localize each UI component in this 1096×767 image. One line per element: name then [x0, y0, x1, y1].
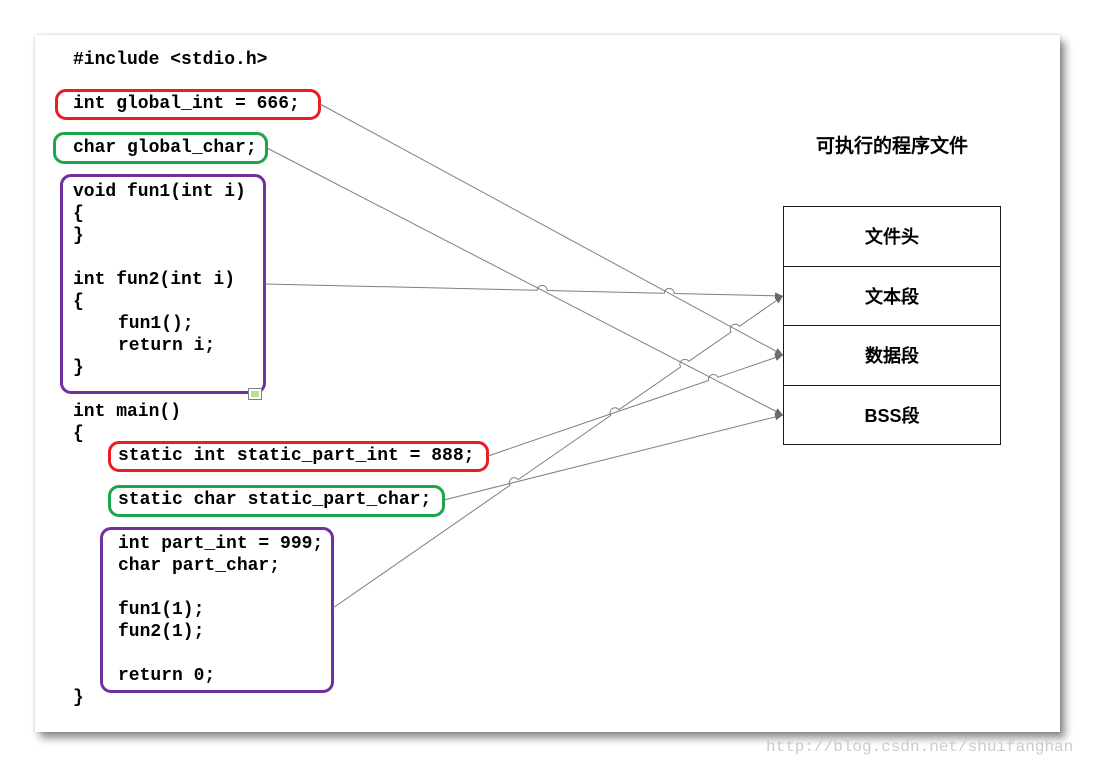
code-line-main-signature: int main() [73, 402, 182, 422]
code-line-static-int: static int static_part_int = 888; [118, 446, 475, 466]
segment-data: 数据段 [784, 326, 1000, 386]
code-line-fun2-close: } [73, 358, 84, 378]
segment-file-header: 文件头 [784, 207, 1000, 267]
code-line-main-close: } [73, 688, 84, 708]
executable-segment-table: 文件头 文本段 数据段 BSS段 [783, 206, 1001, 445]
code-line-include: #include <stdio.h> [73, 50, 268, 70]
code-line-call-fun1: fun1(1); [118, 600, 205, 620]
segment-bss: BSS段 [864, 405, 920, 426]
code-line-fun1-signature: void fun1(int i) [73, 182, 246, 202]
code-line-fun2-signature: int fun2(int i) [73, 270, 236, 290]
code-line-main-open: { [73, 424, 84, 444]
watermark: http://blog.csdn.net/shuifanghan [766, 738, 1074, 756]
highlight-box-global-int [55, 89, 321, 120]
code-line-global-char: char global_char; [73, 138, 257, 158]
code-line-part-char: char part_char; [118, 556, 281, 576]
code-line-static-char: static char static_part_char; [118, 490, 432, 510]
code-line-fun1-open: { [73, 204, 84, 224]
code-line-fun2-open: { [73, 292, 84, 312]
segment-text: 文本段 [784, 267, 1000, 326]
highlight-box-global-char [53, 132, 268, 164]
executable-title: 可执行的程序文件 [815, 136, 968, 157]
code-line-fun1-close: } [73, 226, 84, 246]
highlight-box-main-body [100, 527, 334, 693]
code-line-fun2-return: return i; [118, 336, 216, 356]
code-line-global-int: int global_int = 666; [73, 94, 300, 114]
code-line-part-int: int part_int = 999; [118, 534, 324, 554]
code-line-fun2-call: fun1(); [118, 314, 194, 334]
resize-handle[interactable] [248, 388, 262, 400]
highlight-box-functions [60, 174, 266, 394]
code-line-call-fun2: fun2(1); [118, 622, 205, 642]
code-line-main-return: return 0; [118, 666, 216, 686]
